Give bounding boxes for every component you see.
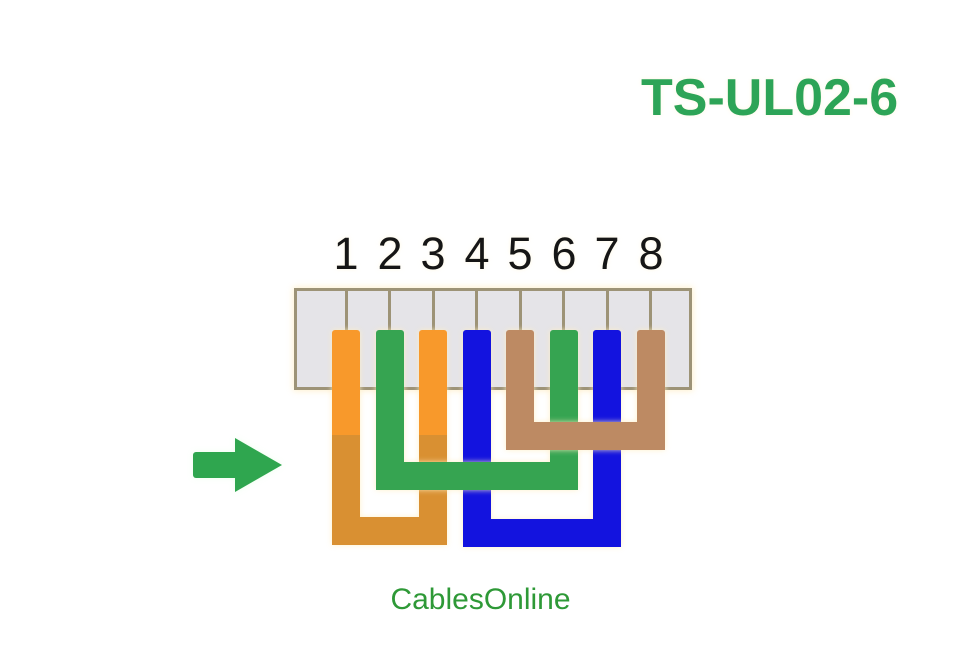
pin-number-6: 6 <box>551 228 577 279</box>
arrow-shaft <box>193 452 239 478</box>
orange-pair-bottom-bar <box>332 517 447 545</box>
pin-contact-line <box>432 290 435 331</box>
pin-contact-line <box>562 290 565 331</box>
pin-number-8: 8 <box>638 228 664 279</box>
green-pair-bottom-bar <box>376 462 578 490</box>
product-title: TS-UL02-6 <box>641 69 899 127</box>
pin-number-4: 4 <box>464 228 490 279</box>
pin-contact-line <box>606 290 609 331</box>
connector-block <box>294 288 692 390</box>
pin-contact-line <box>345 290 348 331</box>
pin-number-7: 7 <box>594 228 620 279</box>
pin-contact-line <box>649 290 652 331</box>
pin-contact-line <box>475 290 478 331</box>
pin-number-3: 3 <box>420 228 446 279</box>
brown-pair-bottom-bar <box>506 422 665 450</box>
brand-label: CablesOnline <box>390 583 571 616</box>
pin-number-5: 5 <box>507 228 533 279</box>
arrow-head <box>235 438 282 492</box>
pin-contact-line <box>388 290 391 331</box>
pin-contact-line <box>519 290 522 331</box>
right-arrow-icon <box>193 438 283 492</box>
pin-number-1: 1 <box>333 228 359 279</box>
blue-pair-bottom-bar <box>463 519 621 547</box>
pin-number-2: 2 <box>377 228 403 279</box>
